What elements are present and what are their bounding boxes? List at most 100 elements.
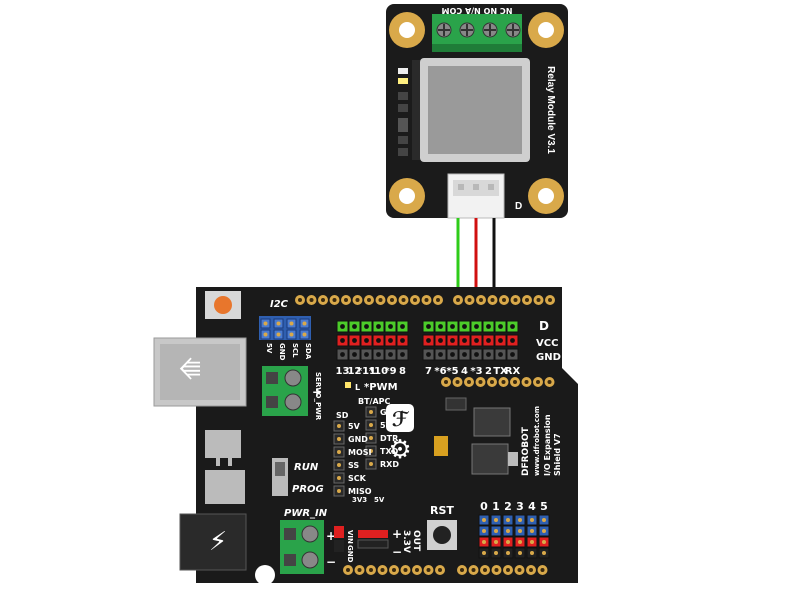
relay-title: Relay Module V3.1 xyxy=(545,66,556,154)
label-i2c: I2C xyxy=(270,299,289,310)
label-out: OUT xyxy=(411,530,421,552)
digital-pin-label: 13 xyxy=(336,366,350,377)
pwr-plus: + xyxy=(326,529,336,543)
digital-pin-label: *10 xyxy=(369,366,388,377)
pwr-minus: − xyxy=(326,555,336,569)
label-gnd-small: GND xyxy=(346,545,354,563)
label-gnd: GND xyxy=(536,352,561,363)
bt-pin-label: RXD xyxy=(380,460,399,469)
digital-pin-label: *6 xyxy=(434,366,446,377)
gnd-pin-small xyxy=(334,540,344,552)
bottom-header-gold xyxy=(343,565,548,575)
chip-3 xyxy=(471,443,509,475)
relay-terminal-labels: NC NO N/A COM xyxy=(442,6,513,15)
model-line1: I/O Expansion xyxy=(543,414,552,476)
sd-header xyxy=(333,420,345,497)
digital-pin-label: *5 xyxy=(446,366,458,377)
digital-pin-label: *9 xyxy=(384,366,396,377)
usb-icon: ⭅ xyxy=(179,356,201,384)
i2c-pin-labels: 5V GND SCL SDA xyxy=(265,343,312,361)
regulator-1 xyxy=(205,430,241,458)
analog-pin-label: 5 xyxy=(540,500,548,513)
digital-vcc-header xyxy=(336,334,519,347)
gear-icon: ⚙ xyxy=(388,435,411,465)
shield-board xyxy=(196,287,578,583)
digital-pin-label: 4 xyxy=(461,366,468,377)
i2c-pin-label: GND xyxy=(278,343,286,361)
digital-signal-header xyxy=(336,320,519,333)
top-header-gold xyxy=(295,295,555,305)
mid-header-gold xyxy=(441,377,555,387)
bt-pin-label: TXD xyxy=(380,447,399,456)
label-3v3-out: 3.3V xyxy=(401,530,411,553)
analog-header xyxy=(478,514,550,559)
analog-pin-label: 1 xyxy=(492,500,500,513)
digital-pin-label: 7 xyxy=(425,366,432,377)
label-servo-pwr: SERVO_PWR xyxy=(314,372,322,421)
analog-pin-label: 3 xyxy=(516,500,524,513)
mounting-hole xyxy=(255,565,275,585)
label-d: D xyxy=(539,319,549,333)
label-sd: SD xyxy=(336,411,349,420)
relay-pin-marker: D xyxy=(515,201,522,212)
chip-small xyxy=(445,397,467,411)
i2c-pin-label: SDA xyxy=(304,343,312,360)
label-vin: VIN xyxy=(346,530,354,544)
analog-pin-label: 2 xyxy=(504,500,512,513)
label-rst: RST xyxy=(430,504,454,517)
sd-pin-label: SS xyxy=(348,461,359,470)
out-plus: + xyxy=(392,527,402,541)
digital-pin-label: 8 xyxy=(399,366,406,377)
model-line2: Shield V7 xyxy=(553,433,562,476)
servo-power-terminal xyxy=(262,366,308,416)
label-bt-apc: BT/APC xyxy=(358,397,391,406)
usb-port xyxy=(153,337,247,407)
digital-gnd-header xyxy=(336,348,519,361)
vin-pin xyxy=(334,526,344,538)
regulator-2 xyxy=(205,470,245,504)
analog-pin-label: 0 xyxy=(480,500,488,513)
relay-module: NC NO N/A COM Relay Module V3.1 D xyxy=(386,4,568,219)
label-pwr-in: PWR_IN xyxy=(284,508,328,519)
brand-url: www.dfrobot.com xyxy=(533,406,541,476)
sd-pin-label: MOSI xyxy=(348,448,372,457)
i2c-pins xyxy=(260,318,310,340)
servo-plus: + xyxy=(312,385,322,399)
capacitor xyxy=(434,436,448,456)
pwr-in-terminal xyxy=(280,520,324,574)
chip-2 xyxy=(473,407,511,437)
relay-terminal-block xyxy=(432,14,522,52)
digital-pin-label: 2 xyxy=(485,366,492,377)
out-minus: − xyxy=(392,545,402,559)
dfrobot-logo-icon xyxy=(386,404,414,432)
logo-glyph-icon: ℱ xyxy=(392,407,410,431)
led-l xyxy=(345,382,351,388)
relay-side-components xyxy=(398,60,420,160)
reset-button-orange xyxy=(214,296,232,314)
brand: DFROBOT xyxy=(521,426,531,476)
voltage-selector-header[interactable] xyxy=(357,530,389,549)
digital-pin-label: RX xyxy=(505,366,521,377)
label-3v3: 3V3 xyxy=(352,496,367,504)
relay-connector xyxy=(447,173,505,219)
bt-apc-header xyxy=(365,406,377,470)
relay-mounting-holes xyxy=(389,12,564,214)
i2c-pin-label: SCL xyxy=(291,343,299,358)
digital-pin-label: *11 xyxy=(357,366,376,377)
dc-power-jack xyxy=(179,513,247,571)
lightning-icon: ⚡ xyxy=(209,527,227,557)
sd-pin-label: GND xyxy=(348,435,368,444)
label-vcc: VCC xyxy=(536,338,558,349)
bt-pin-label: DTR xyxy=(380,434,398,443)
analog-pin-label: 4 xyxy=(528,500,536,513)
label-run: RUN xyxy=(294,462,319,473)
i2c-pin-label: 5V xyxy=(265,343,273,354)
label-5v: 5V xyxy=(374,496,385,504)
digital-pin-label: 12 xyxy=(348,366,362,377)
sd-pin-label: 5V xyxy=(348,422,361,431)
